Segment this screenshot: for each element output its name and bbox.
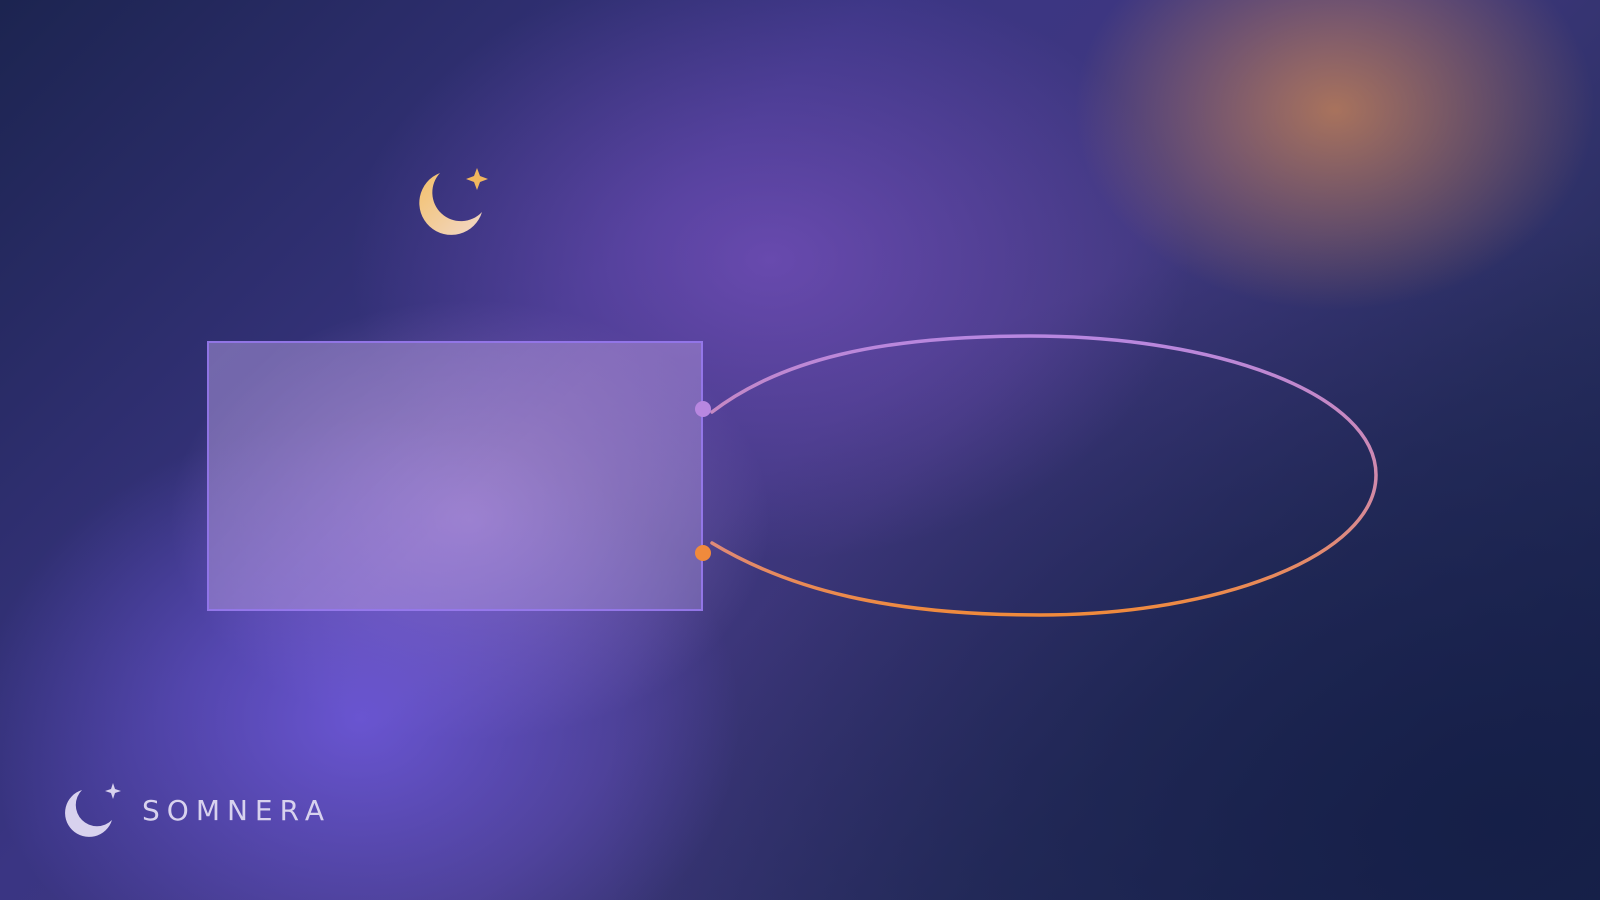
glass-card xyxy=(207,341,703,611)
crescent-moon-sparkle-icon xyxy=(419,168,488,235)
loop-ellipse-path xyxy=(710,334,1378,617)
crescent-moon-sparkle-icon xyxy=(65,783,121,837)
brand-name: SOMNERA xyxy=(142,793,332,827)
brand-lockup: SOMNERA xyxy=(60,780,331,840)
